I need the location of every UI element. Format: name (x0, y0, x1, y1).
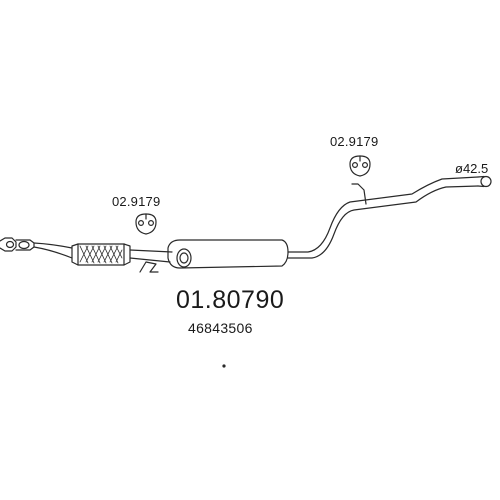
rubber-hanger-left (135, 213, 157, 235)
outlet-diameter-label: ø42.5 (455, 161, 489, 176)
rubber-hanger-right (349, 155, 371, 177)
hanger-label-left: 02.9179 (112, 194, 161, 209)
front-pipe (33, 242, 73, 259)
hanger-label-right: 02.9179 (330, 134, 379, 149)
middle-muffler (167, 239, 289, 269)
rear-pipe (287, 176, 479, 259)
dot-mark (222, 364, 226, 368)
oe-number: 46843506 (188, 320, 253, 336)
mid-pipe-front (129, 249, 173, 263)
hanger-pin-left (139, 261, 159, 273)
inlet-flange (0, 237, 35, 252)
flex-pipe (71, 243, 131, 266)
part-number: 01.80790 (176, 286, 285, 314)
tail-pipe-end (480, 175, 492, 188)
hanger-pin-right (351, 183, 367, 205)
